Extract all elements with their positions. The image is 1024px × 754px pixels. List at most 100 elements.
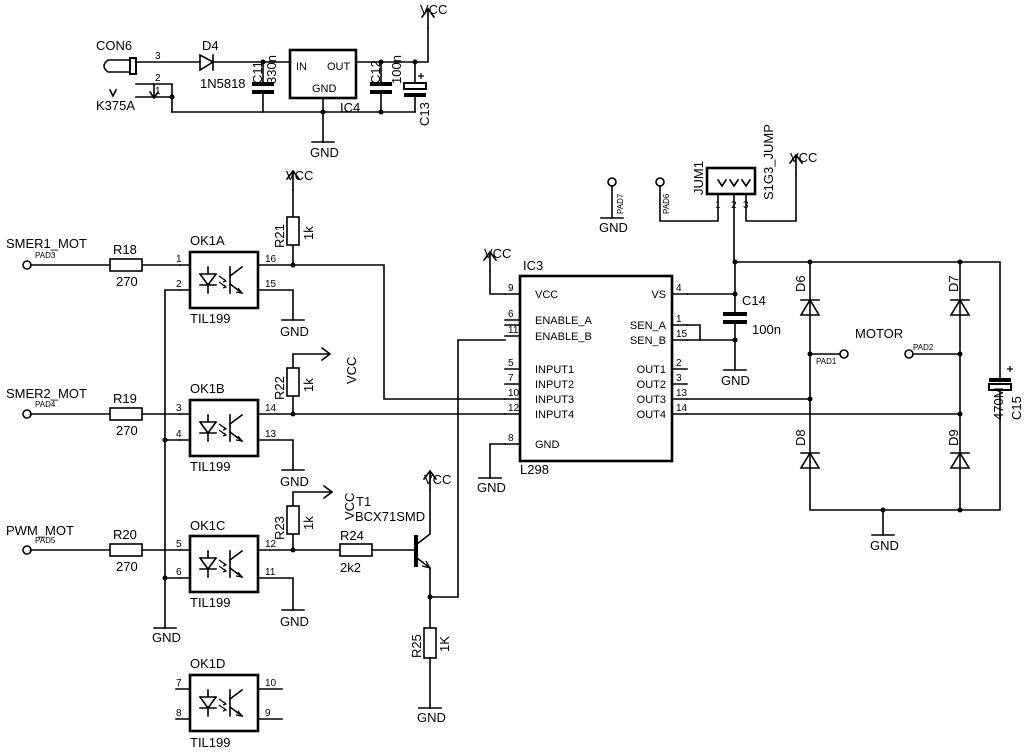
con6-value: K375A (96, 98, 135, 113)
t1-name: T1 (356, 494, 371, 509)
pad7-label: PAD7 (616, 193, 625, 214)
c14-value: 100n (752, 322, 781, 337)
ok1c-name: OK1C (190, 518, 225, 533)
vcc-label-t1: VCC (424, 472, 451, 487)
r24-value: 2k2 (340, 560, 361, 575)
c14-name: C14 (742, 293, 766, 308)
pad1-label: PAD1 (816, 357, 837, 366)
d4-value: 1N5818 (200, 76, 246, 91)
gnd-label-ic3: GND (477, 480, 506, 495)
opto-ok1c: OK1C TIL199 5 6 12 11 GND (176, 518, 341, 629)
ic4-out-pin: OUT (327, 61, 351, 73)
c11-value: 330n (264, 55, 279, 84)
vcc-label-r21: VCC (286, 168, 313, 183)
resistor-r23: VCC R23 1k (272, 484, 357, 553)
r21-name: R21 (272, 224, 287, 248)
ic3-pin-number: 15 (676, 329, 688, 340)
ic3-pin-label: GND (535, 439, 560, 451)
con6-name: CON6 (96, 38, 132, 53)
d9-name: D9 (946, 429, 961, 446)
jum1-value: S1G3_JUMP (761, 124, 776, 200)
c15-value: 470M (991, 387, 1006, 420)
ok1b-pin14: 14 (265, 403, 277, 414)
gnd-label-r25: GND (417, 710, 446, 725)
gnd-label-ic4: GND (310, 145, 339, 160)
ok1a-name: OK1A (190, 233, 225, 248)
pad2-label: PAD2 (913, 343, 934, 352)
ok1c-pin11: 11 (265, 567, 276, 578)
pad6-label: PAD6 (662, 193, 671, 214)
resistor-r22: VCC R22 1k (272, 346, 359, 417)
r21-value: 1k (301, 226, 316, 240)
d8-name: D8 (793, 429, 808, 446)
c11-name: C11 (250, 61, 265, 84)
ic3-pin-label: VCC (535, 289, 558, 301)
ic3-pin-number: 12 (508, 403, 520, 414)
ok1b-pin3: 3 (176, 403, 182, 414)
ok1d-pin9: 9 (265, 708, 271, 719)
ok1b-pin4: 4 (176, 429, 182, 440)
resistor-r25: GND R25 1K (409, 627, 452, 725)
regulator-ic4: IN OUT GND IC4 GND VCC (288, 2, 447, 160)
r20-name: R20 (113, 527, 137, 542)
power-supply: CON6 K375A 3 2 1 D4 1N5818 C11 330n IN O… (96, 2, 447, 160)
ic3-pin-label: SEN_B (630, 335, 666, 347)
ok1b-pin13: 13 (265, 429, 277, 440)
ok1b-name: OK1B (190, 381, 225, 396)
ic3-value: L298 (520, 462, 549, 477)
supply-vs: GND C14 100n (686, 261, 781, 388)
ok1b-value: TIL199 (190, 459, 230, 474)
r19-value: 270 (116, 423, 138, 438)
ic3-pin-number: 10 (508, 388, 520, 399)
ok1c-pin12: 12 (265, 539, 277, 550)
ok1c-pin6: 6 (176, 567, 182, 578)
smer1-label: SMER1_MOT (6, 236, 87, 251)
ic3-left-pins: 9VCC6ENABLE_A11ENABLE_B5INPUT17INPUT210I… (504, 283, 593, 451)
ic3-pin-label: INPUT4 (535, 409, 574, 421)
ic3-pin-label: INPUT1 (535, 364, 574, 376)
driver-ic3: IC3 L298 9VCC6ENABLE_A11ENABLE_B5INPUT17… (477, 246, 688, 495)
capacitor-c12: C12 100n (368, 55, 404, 115)
opto-ok1b: OK1B TIL199 3 4 14 13 GND (176, 381, 309, 489)
vcc-label-r22: VCC (344, 357, 359, 384)
capacitor-c13: C13 (403, 59, 432, 126)
c13-name: C13 (417, 102, 432, 126)
pad4-label: PAD4 (35, 400, 56, 409)
ic3-pin-number: 9 (508, 283, 514, 294)
pad3-label: PAD3 (35, 251, 56, 260)
ic3-pin-number: 7 (508, 373, 514, 384)
jum1-pin3: 3 (743, 200, 749, 211)
pad5 (22, 545, 32, 555)
ic3-pin-label: OUT3 (637, 394, 666, 406)
r25-name: R25 (409, 634, 424, 658)
ok1d-name: OK1D (190, 656, 225, 671)
ic3-name: IC3 (523, 258, 543, 273)
ic3-pin-number: 14 (676, 403, 688, 414)
net-input3 (292, 264, 506, 400)
ic3-pin-number: 2 (676, 358, 682, 369)
ic3-pin-number: 5 (508, 358, 514, 369)
ic3-pin-number: 11 (508, 325, 519, 336)
opto-ok1a: OK1A TIL199 1 2 16 15 GND (176, 233, 309, 339)
con6-pin3: 3 (155, 51, 161, 62)
opto-ok1d: OK1D TIL199 7 8 10 9 (175, 656, 283, 750)
transistor-t1: VCC T1 BCX71SMD (355, 339, 506, 629)
ok1a-pin2: 2 (176, 279, 182, 290)
resistor-r21: VCC R21 1k (272, 168, 316, 268)
ok1c-pin5: 5 (176, 539, 182, 550)
ic3-pin-number: 13 (676, 388, 688, 399)
r18-value: 270 (116, 274, 138, 289)
ic3-pin-label: ENABLE_B (535, 331, 592, 343)
inputs: SMER1_MOT PAD3 R18 270 SMER2_MOT PAD4 R1… (6, 236, 181, 645)
ic3-pin-label: ENABLE_A (535, 315, 593, 327)
con6-pin1: 1 (155, 86, 161, 97)
ic3-pin-number: 4 (676, 283, 682, 294)
r20-value: 270 (116, 559, 138, 574)
ok1d-pin10: 10 (265, 678, 277, 689)
r22-value: 1k (301, 378, 316, 392)
ok1a-pin16: 16 (265, 254, 277, 265)
resistor-r24: R24 2k2 (339, 528, 416, 575)
d4-name: D4 (202, 38, 219, 53)
r23-name: R23 (272, 516, 287, 540)
